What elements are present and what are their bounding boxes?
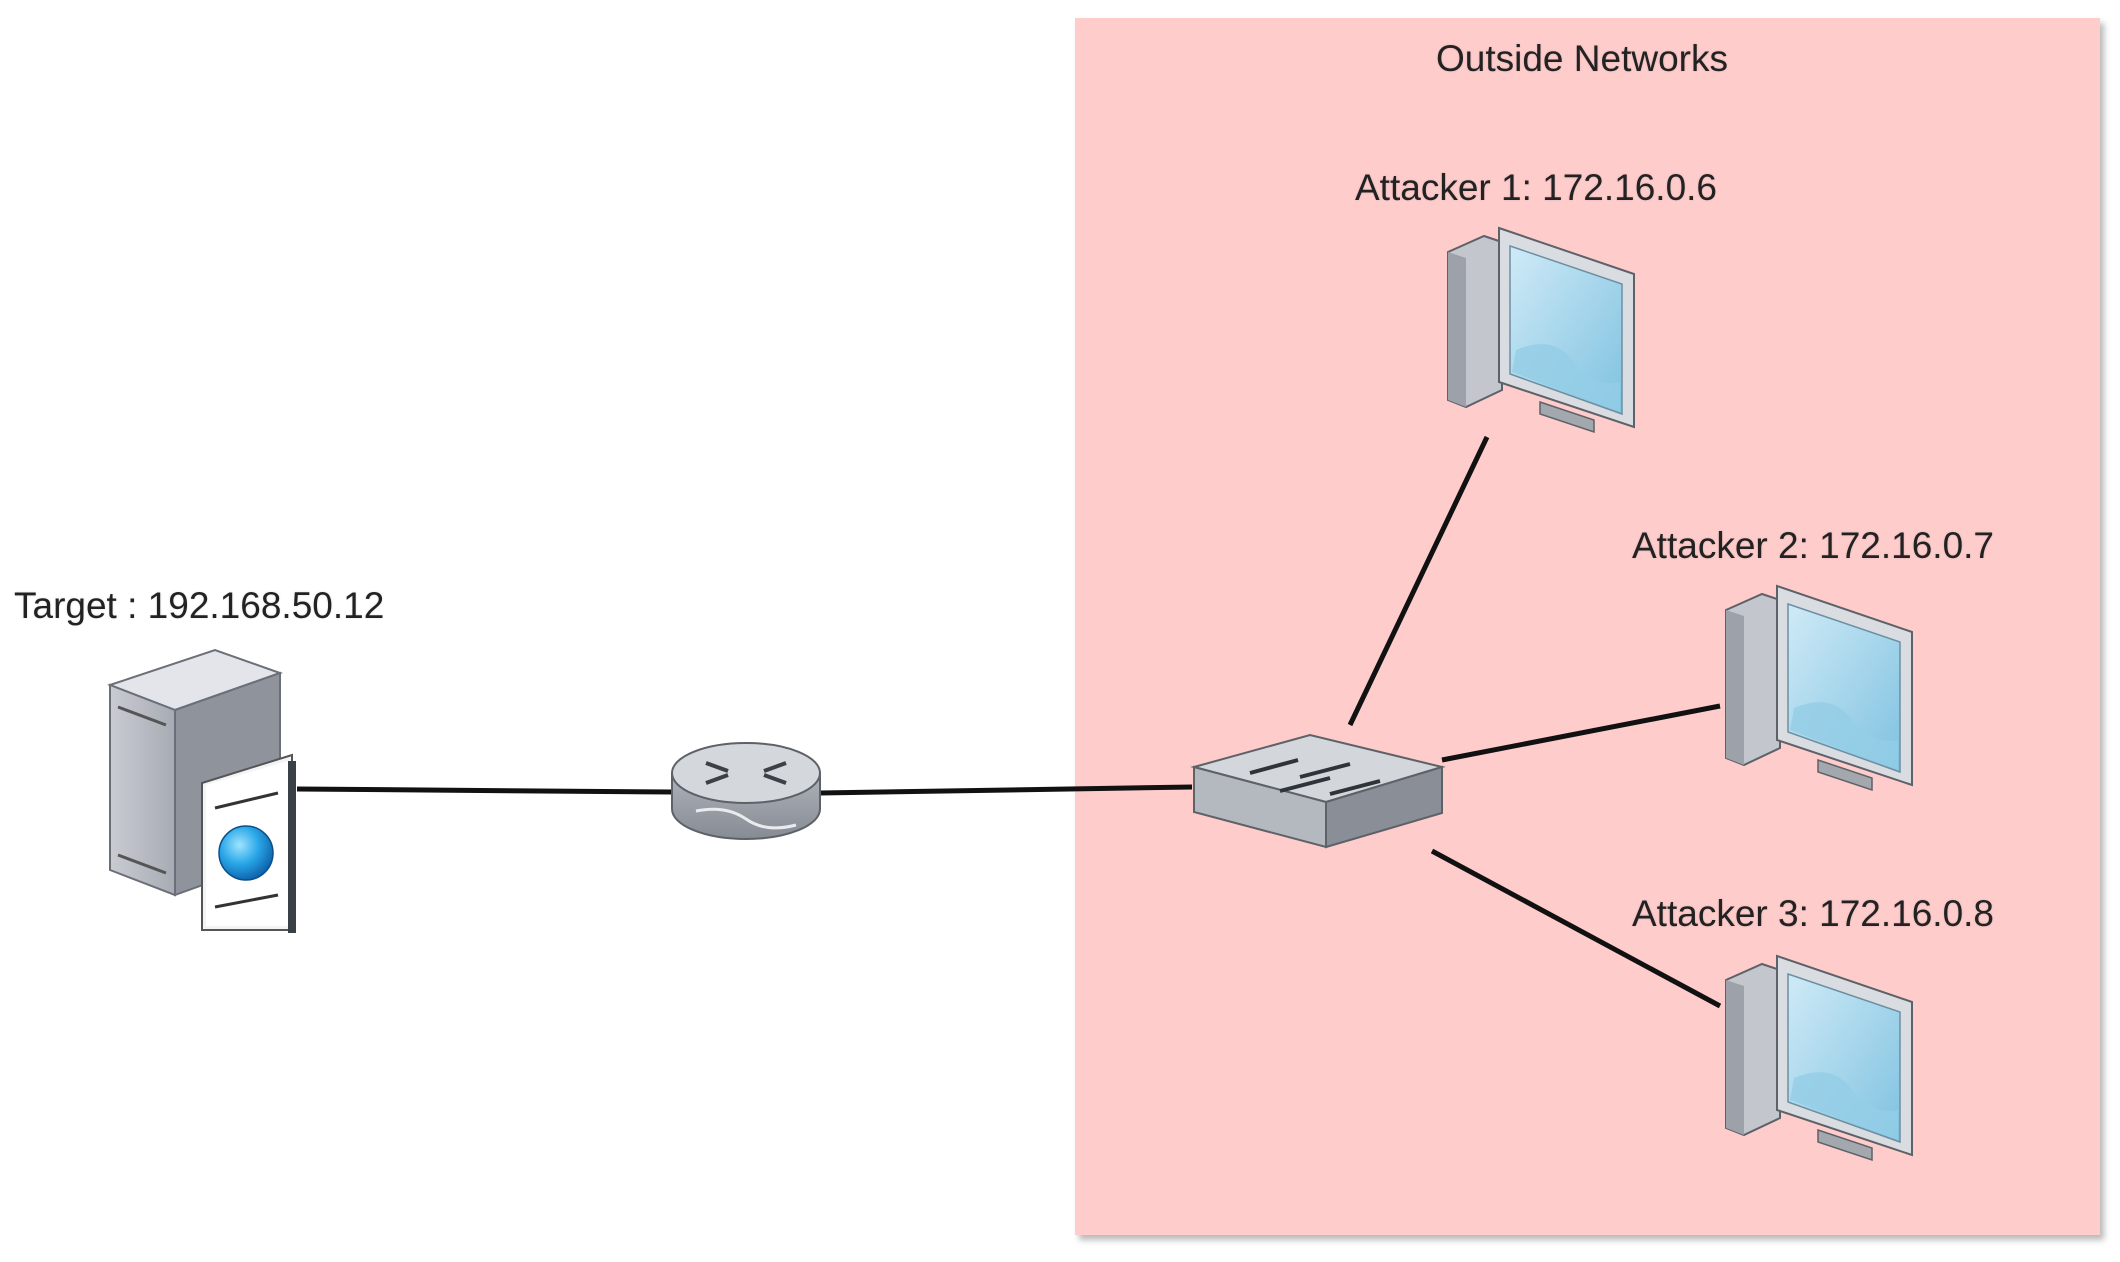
workstation-icon xyxy=(1447,226,1635,434)
router-icon xyxy=(671,742,821,840)
attacker1-label: Attacker 1: 172.16.0.6 xyxy=(1355,167,1718,208)
attacker3-label: Attacker 3: 172.16.0.8 xyxy=(1632,893,1995,934)
edge-switch-attacker1 xyxy=(1347,435,1490,727)
edge-switch-attacker2 xyxy=(1441,703,1721,763)
workstation-icon xyxy=(1725,584,1913,792)
zone-title: Outside Networks xyxy=(1436,38,1728,79)
attacker2-label: Attacker 2: 172.16.0.7 xyxy=(1632,525,1995,566)
edge-switch-attacker3 xyxy=(1430,848,1722,1009)
web-server-icon xyxy=(107,648,296,933)
edge-router-switch xyxy=(819,784,1193,796)
switch-icon xyxy=(1190,733,1446,849)
edge-target-router xyxy=(296,786,673,795)
target-label: Target : 192.168.50.12 xyxy=(14,585,385,626)
workstation-icon xyxy=(1725,954,1913,1162)
outside-networks-zone xyxy=(1075,18,2100,1235)
